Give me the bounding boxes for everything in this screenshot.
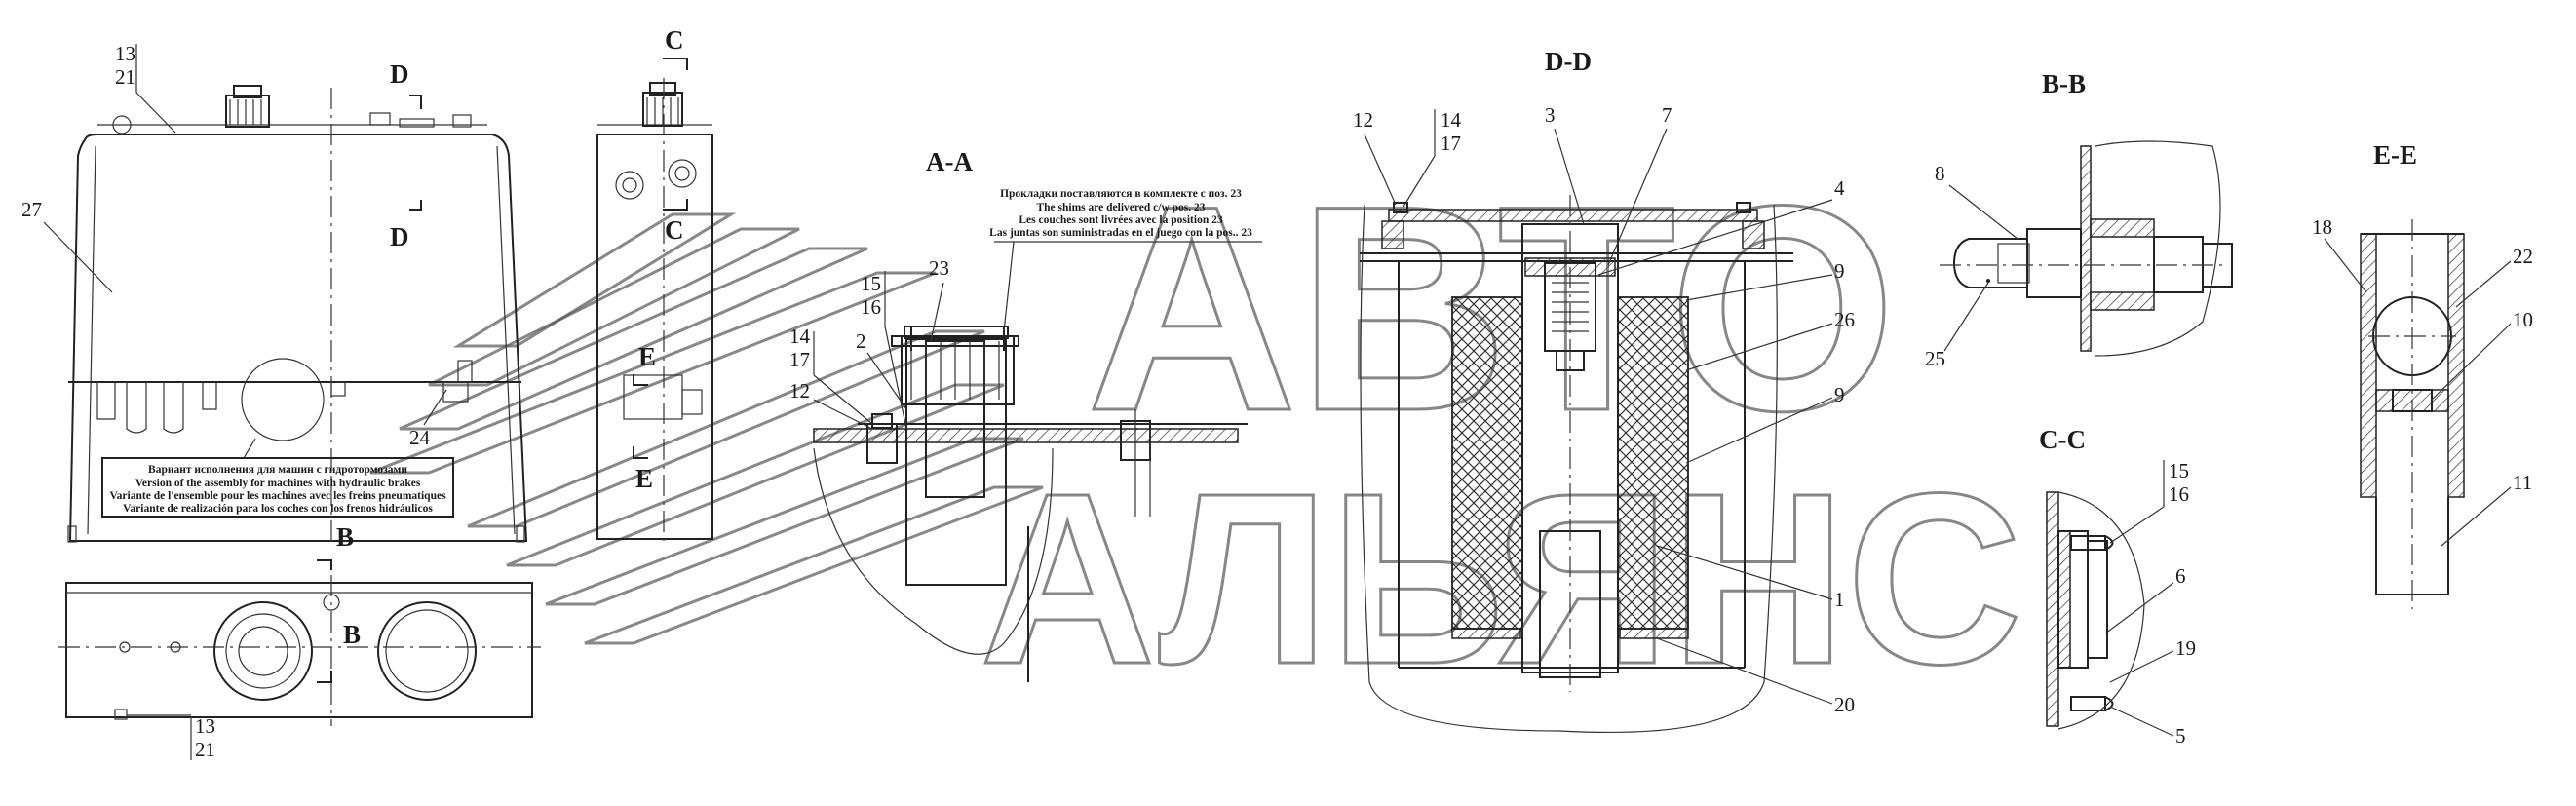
cut-mark-d-top: D <box>390 59 409 89</box>
section-bb-view <box>1940 140 2233 357</box>
label-26-dd: 26 <box>1834 308 1855 331</box>
label-9-dd-top: 9 <box>1834 259 1845 283</box>
label-21-top: 21 <box>115 65 135 89</box>
label-20-dd: 20 <box>1834 693 1855 716</box>
label-13-top: 13 <box>115 42 135 65</box>
section-title-ee: E-E <box>2373 140 2417 170</box>
hydro-note-ru: Вариант исполнения для машин с гидроторм… <box>148 464 407 476</box>
label-6-cc: 6 <box>2175 564 2186 588</box>
shims-note-en: The shims are delivered c/w pos. 23 <box>1036 202 1205 213</box>
label-21-bottom: 21 <box>195 738 215 761</box>
label-14-dd: 14 <box>1441 108 1462 132</box>
label-14-aa: 14 <box>789 325 811 348</box>
tank-plan-view <box>58 575 541 726</box>
label-8-bb: 8 <box>1935 162 1945 185</box>
shims-note-fr: Les couches sont livrées avec la positio… <box>1019 214 1222 226</box>
label-11-ee: 11 <box>2513 471 2532 494</box>
label-9-dd-mid: 9 <box>1834 383 1845 406</box>
label-13-bottom: 13 <box>195 714 215 738</box>
cut-mark-c-top: C <box>665 25 684 55</box>
label-17-aa: 17 <box>789 348 810 371</box>
label-5-cc: 5 <box>2175 724 2186 748</box>
label-24: 24 <box>409 426 431 449</box>
hydro-note-es: Variante de realización para los coches … <box>123 503 433 515</box>
tank-side-view <box>596 78 713 546</box>
label-25-bb: 25 <box>1925 347 1945 370</box>
tank-front-view <box>67 85 528 546</box>
watermark-stripes <box>369 212 1044 645</box>
label-22-ee: 22 <box>2513 245 2533 268</box>
section-title-dd: D-D <box>1545 47 1592 76</box>
label-12-dd: 12 <box>1353 108 1373 132</box>
shims-note-es: Las juntas son suministradas en el juego… <box>989 227 1252 239</box>
label-23-aa: 23 <box>929 256 949 280</box>
section-aa-view <box>813 326 1248 682</box>
cut-mark-c-mid: C <box>665 215 684 245</box>
label-15-cc: 15 <box>2169 459 2189 482</box>
label-16-aa: 16 <box>861 295 881 319</box>
hydro-note-fr: Variante de l'ensemble pour les machines… <box>109 490 446 502</box>
label-18-ee: 18 <box>2312 215 2332 239</box>
label-10-ee: 10 <box>2513 308 2533 331</box>
cut-mark-b-top: B <box>336 522 354 552</box>
cut-mark-e-top: E <box>638 342 656 371</box>
section-cc-view <box>2046 491 2145 730</box>
label-19-cc: 19 <box>2175 636 2196 660</box>
label-2-aa: 2 <box>856 329 866 353</box>
section-title-cc: C-C <box>2039 425 2086 454</box>
label-3-dd: 3 <box>1545 103 1556 127</box>
label-15-aa: 15 <box>861 272 881 295</box>
label-27: 27 <box>21 198 42 221</box>
section-title-bb: B-B <box>2042 69 2086 98</box>
label-12-aa: 12 <box>789 379 810 403</box>
label-17-dd: 17 <box>1441 132 1461 155</box>
section-dd-view <box>1360 195 1793 734</box>
label-16-cc: 16 <box>2169 482 2189 506</box>
label-7-dd: 7 <box>1662 103 1672 127</box>
section-title-aa: A-A <box>926 147 973 176</box>
hydro-note-en: Version of the assembly for machines wit… <box>135 478 421 489</box>
shims-note-ru: Прокладки поставляются в комплекте с поз… <box>1000 188 1242 200</box>
section-ee-view <box>2360 219 2465 609</box>
label-1-dd: 1 <box>1834 588 1845 611</box>
cut-mark-e-bot: E <box>635 464 653 493</box>
cut-mark-b-bot: B <box>343 620 361 649</box>
label-4-dd: 4 <box>1834 176 1845 200</box>
cut-mark-d-mid: D <box>390 222 409 251</box>
